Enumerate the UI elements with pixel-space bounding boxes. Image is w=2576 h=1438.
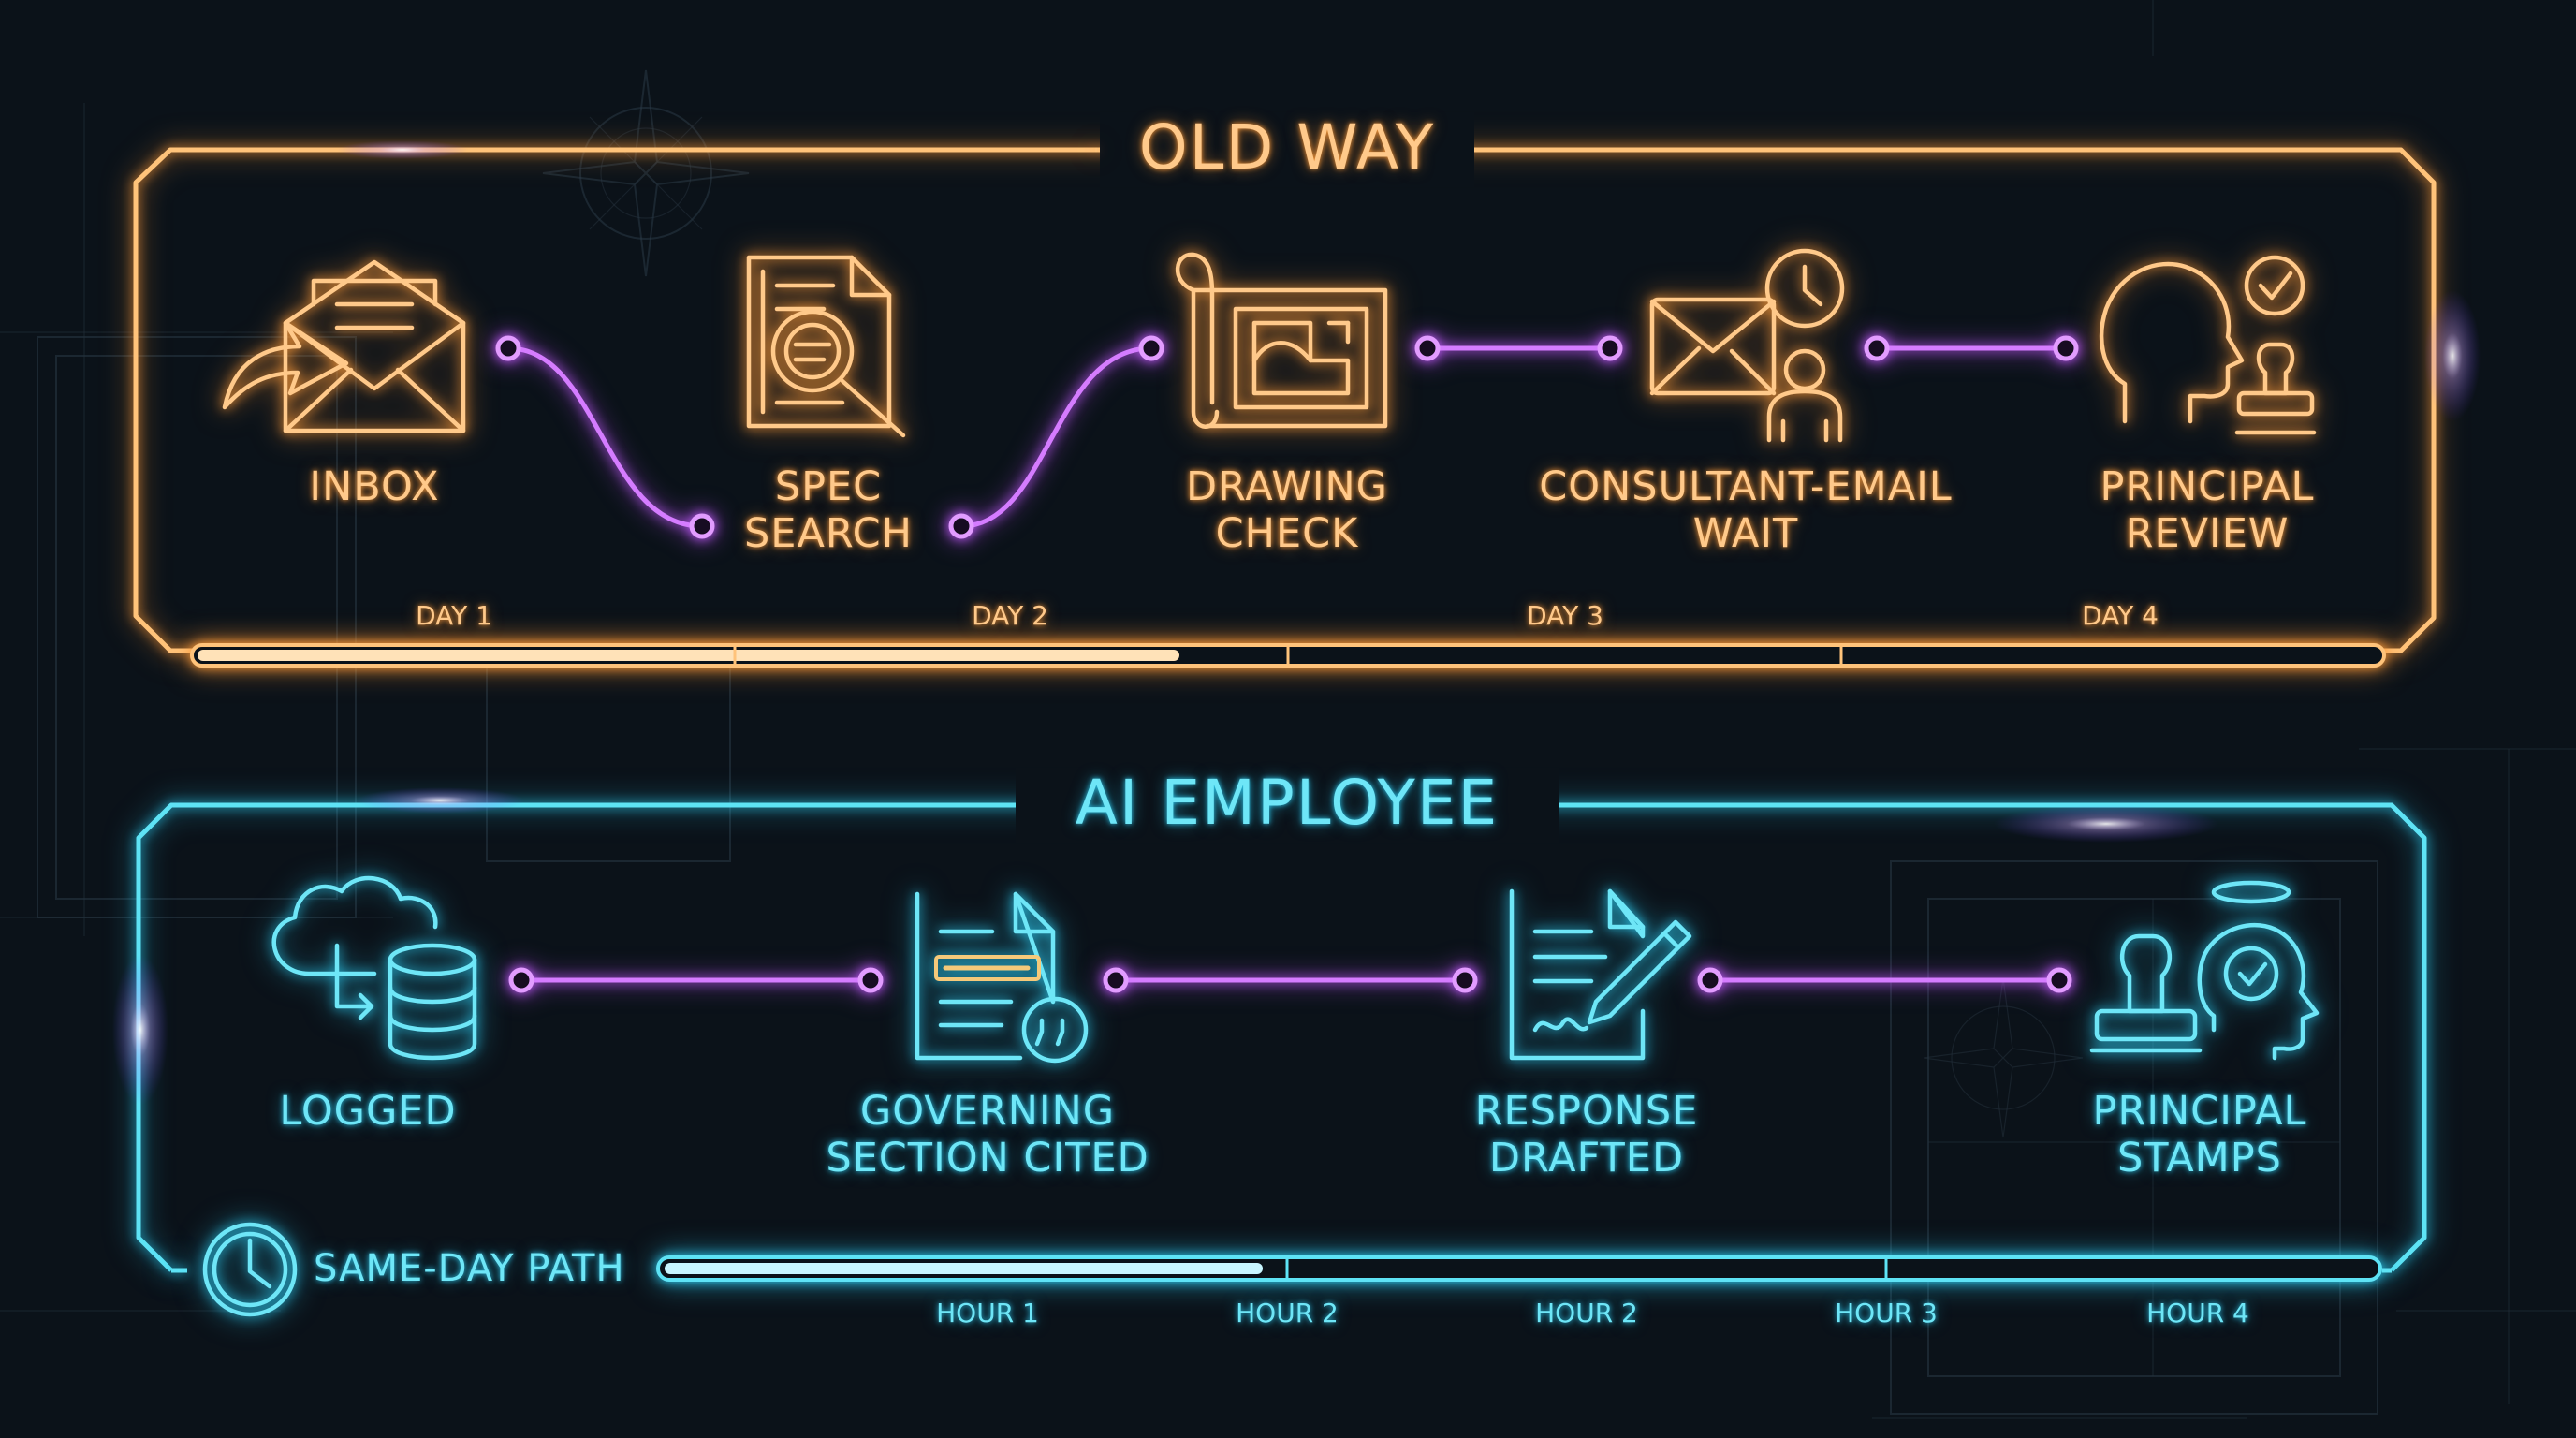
- inbox-envelope-icon: [222, 259, 466, 433]
- ai-tick-hour-2b: HOUR 2: [1535, 1298, 1638, 1328]
- ai-employee-title: AI EMPLOYEE: [1075, 767, 1500, 839]
- old-way-timeline-bar: [190, 643, 2386, 668]
- email-clock-person-icon: [1649, 248, 1845, 443]
- cloud-database-icon: [271, 875, 477, 1061]
- lens-flares: [112, 140, 2481, 1105]
- same-day-path-label: SAME-DAY PATH: [314, 1247, 625, 1290]
- ai-step-label-logged: LOGGED: [279, 1088, 457, 1135]
- document-quote-icon: [915, 891, 1089, 1064]
- ai-tick-hour-4: HOUR 4: [2146, 1298, 2249, 1328]
- old-way-frame: [133, 147, 2437, 653]
- ai-tick-hour-3: HOUR 3: [1835, 1298, 1938, 1328]
- old-way-title: OLD WAY: [1138, 111, 1436, 183]
- clock-icon: [202, 1222, 298, 1317]
- document-magnifier-icon: [746, 255, 906, 438]
- old-way-connectors: [495, 335, 2079, 539]
- old-tick-day-2: DAY 2: [972, 600, 1048, 631]
- head-stamp-check-icon: [2099, 255, 2317, 435]
- ai-tick-hour-1: HOUR 1: [936, 1298, 1039, 1328]
- blueprint-scroll-icon: [1175, 252, 1388, 429]
- document-pen-icon: [1509, 888, 1692, 1061]
- ai-employee-connectors: [508, 967, 2072, 993]
- stamp-head-halo-icon: [2089, 880, 2320, 1061]
- old-tick-day-4: DAY 4: [2082, 600, 2159, 631]
- old-step-label-inbox: INBOX: [309, 463, 440, 510]
- compass-rose-small-icon: [1923, 977, 2084, 1138]
- ai-employee-frame: [136, 802, 2427, 1272]
- compass-rose-icon: [542, 69, 750, 277]
- ai-employee-timeline-bar: [171, 1255, 2392, 1282]
- old-tick-day-1: DAY 1: [416, 600, 492, 631]
- ai-tick-hour-2a: HOUR 2: [1236, 1298, 1339, 1328]
- old-tick-day-3: DAY 3: [1527, 600, 1603, 631]
